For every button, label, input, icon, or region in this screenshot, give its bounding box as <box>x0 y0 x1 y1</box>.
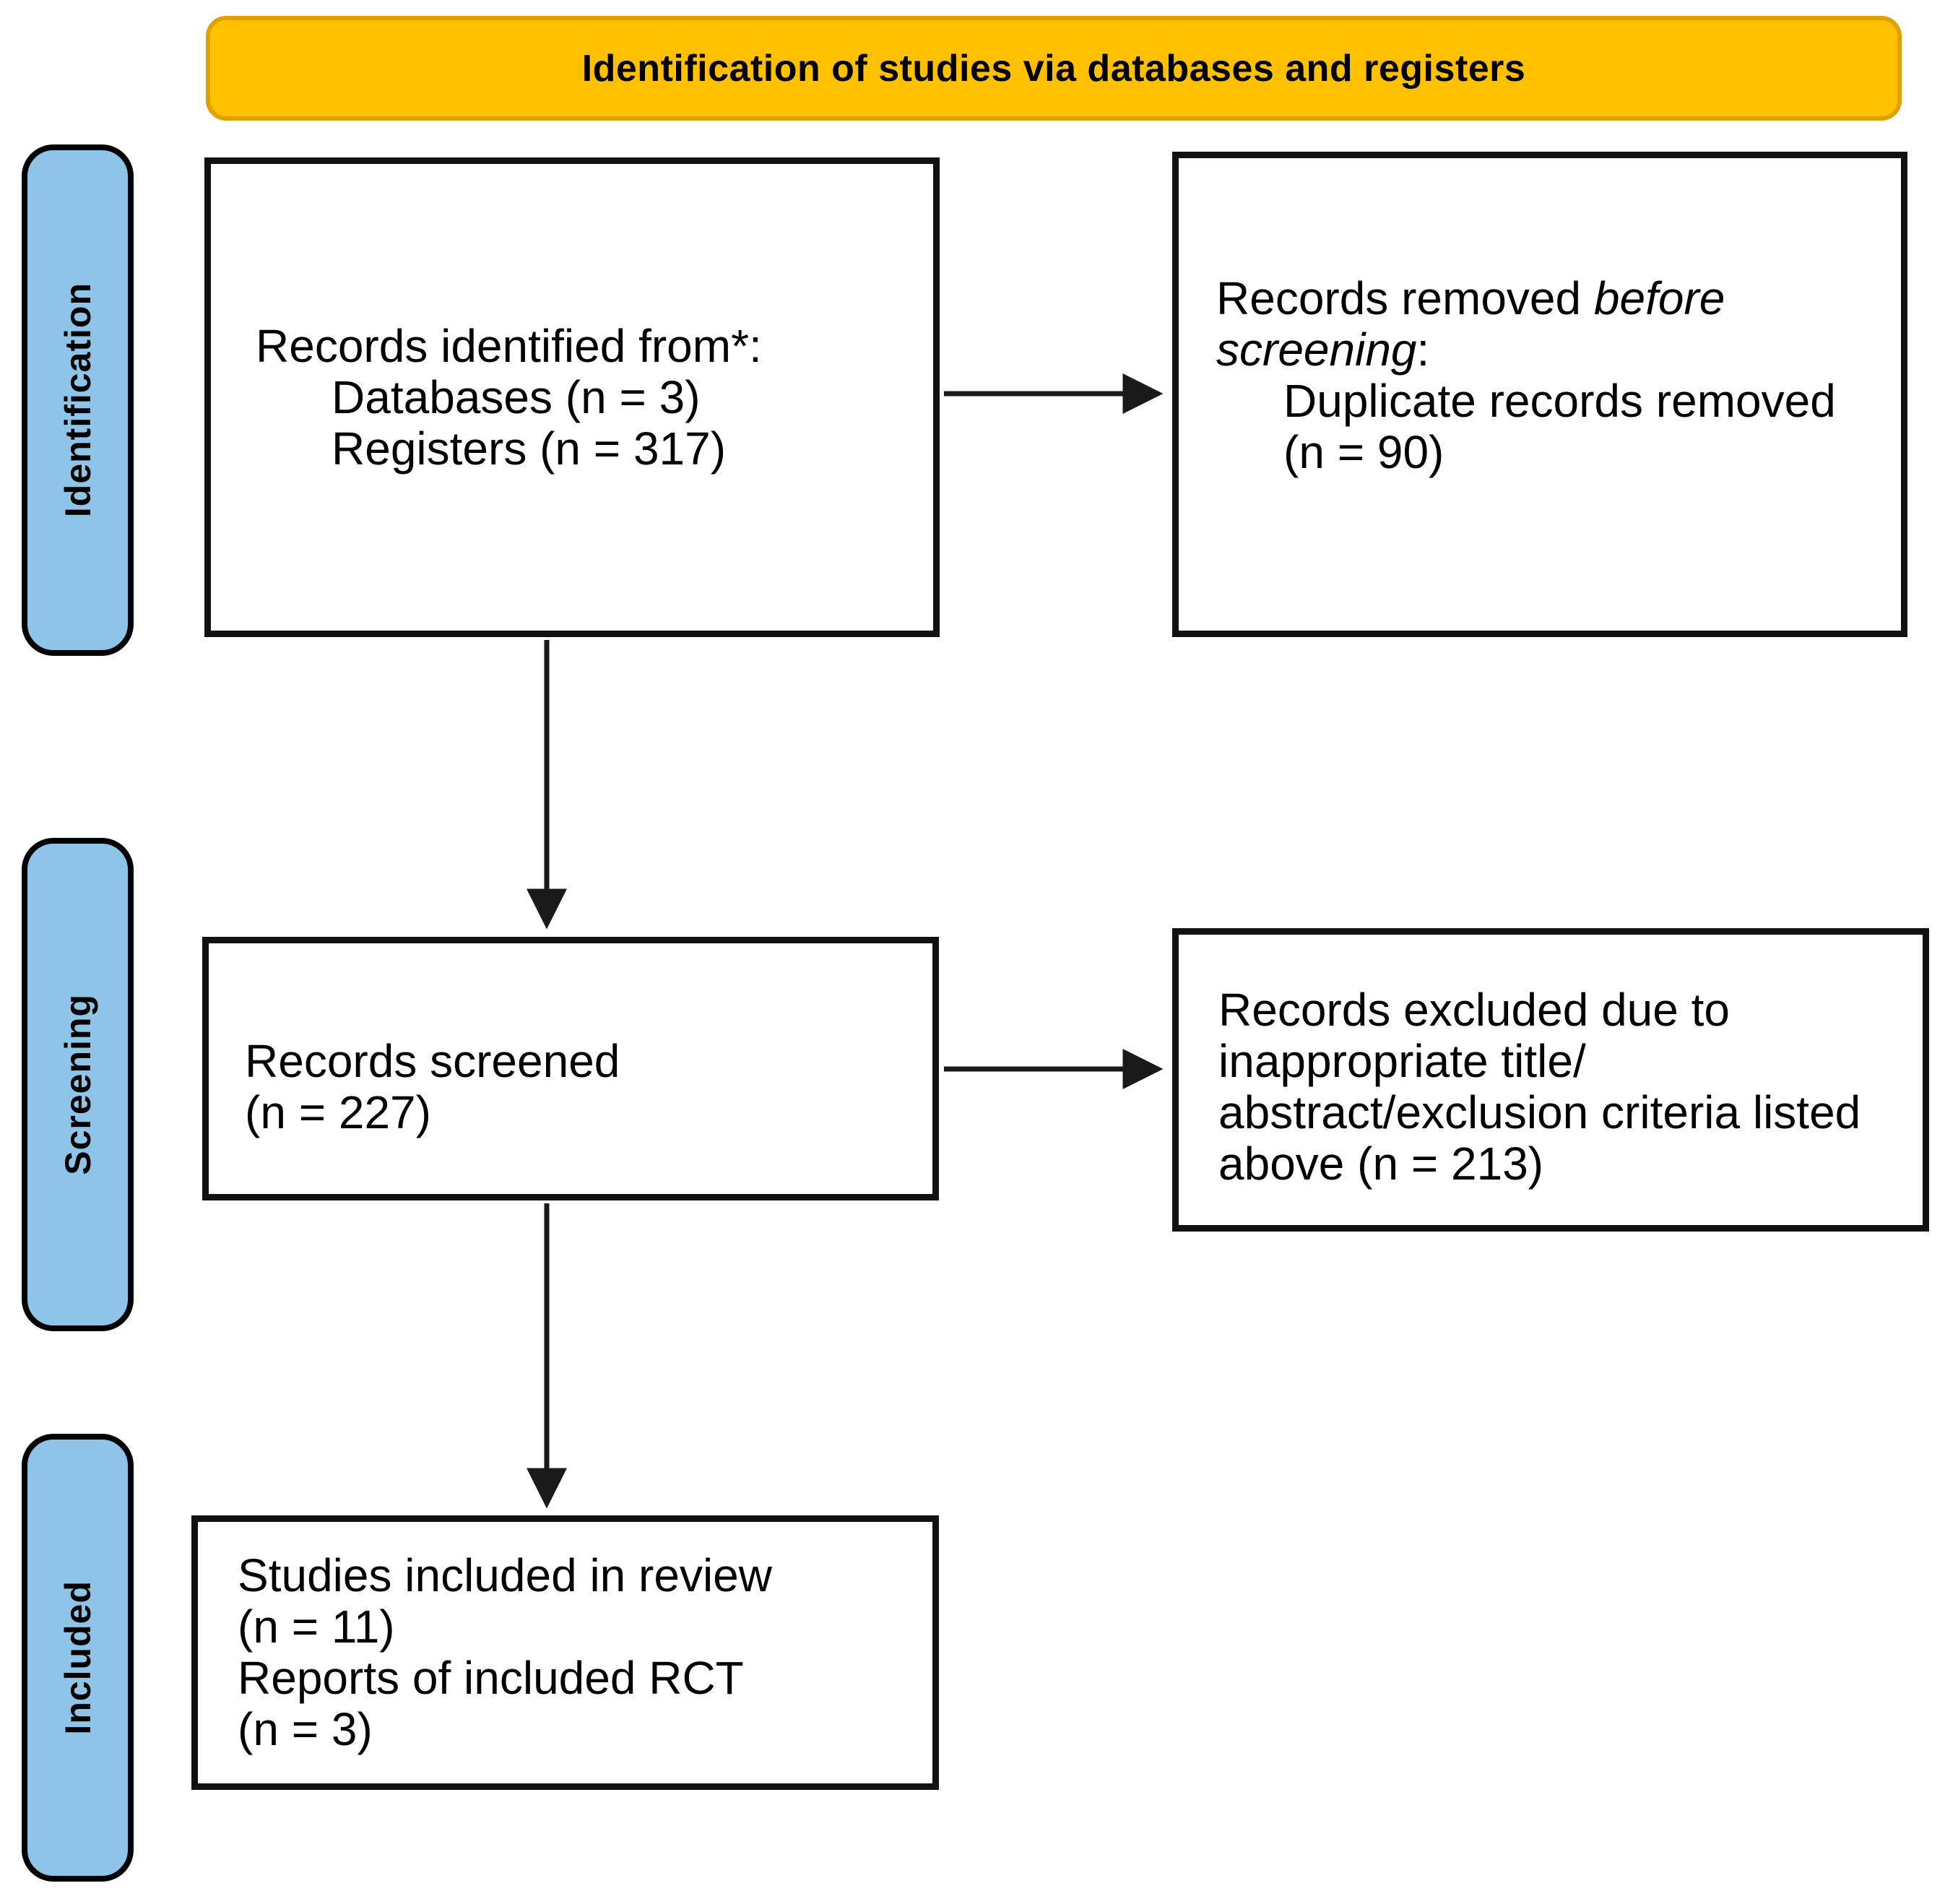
records-removed-line1: Records removed before <box>1216 273 1901 324</box>
sidebar-stage-included: Included <box>22 1434 134 1882</box>
records-excluded-line4: above (n = 213) <box>1218 1138 1544 1190</box>
records-identified-line3: Registers (n = 317) <box>332 422 727 475</box>
box-records-removed: Records removed before screening: Duplic… <box>1172 152 1907 637</box>
records-removed-line1-italic: before <box>1593 272 1725 324</box>
studies-included-line4: (n = 3) <box>238 1703 373 1755</box>
box-studies-included: Studies included in review (n = 11) Repo… <box>191 1515 939 1790</box>
studies-included-line1: Studies included in review <box>238 1549 772 1601</box>
box-records-excluded: Records excluded due to inappropriate ti… <box>1172 928 1929 1232</box>
records-excluded-line2: inappropriate title/ <box>1218 1035 1586 1087</box>
records-screened-line2: (n = 227) <box>245 1086 431 1138</box>
records-removed-line2: screening: <box>1216 324 1901 376</box>
sidebar-stage-screening: Screening <box>22 838 134 1331</box>
studies-included-line2: (n = 11) <box>238 1601 395 1653</box>
banner-title: Identification of studies via databases … <box>581 47 1526 90</box>
sidebar-stage-included-label: Included <box>57 1580 98 1735</box>
box-records-screened: Records screened (n = 227) <box>202 937 939 1200</box>
sidebar-stage-screening-label: Screening <box>57 994 98 1175</box>
records-identified-line1: Records identified from*: <box>256 319 762 372</box>
records-removed-line1-regular: Records removed <box>1216 272 1594 324</box>
studies-included-line3: Reports of included RCT <box>238 1652 744 1704</box>
banner: Identification of studies via databases … <box>206 16 1902 121</box>
records-excluded-line3: abstract/exclusion criteria listed <box>1218 1086 1861 1138</box>
sidebar-stage-identification-label: Identification <box>57 282 98 518</box>
records-excluded-line1: Records excluded due to <box>1218 984 1730 1036</box>
records-removed-line3: Duplicate records removed <box>1283 375 1836 427</box>
records-removed-line4: (n = 90) <box>1283 426 1444 478</box>
sidebar-stage-identification: Identification <box>22 144 134 656</box>
records-removed-line2-italic: screening <box>1216 324 1417 376</box>
records-screened-line1: Records screened <box>245 1034 620 1087</box>
records-removed-line2-regular: : <box>1416 324 1430 376</box>
records-identified-line2: Databases (n = 3) <box>332 371 701 423</box>
box-records-identified: Records identified from*: Databases (n =… <box>204 157 940 637</box>
